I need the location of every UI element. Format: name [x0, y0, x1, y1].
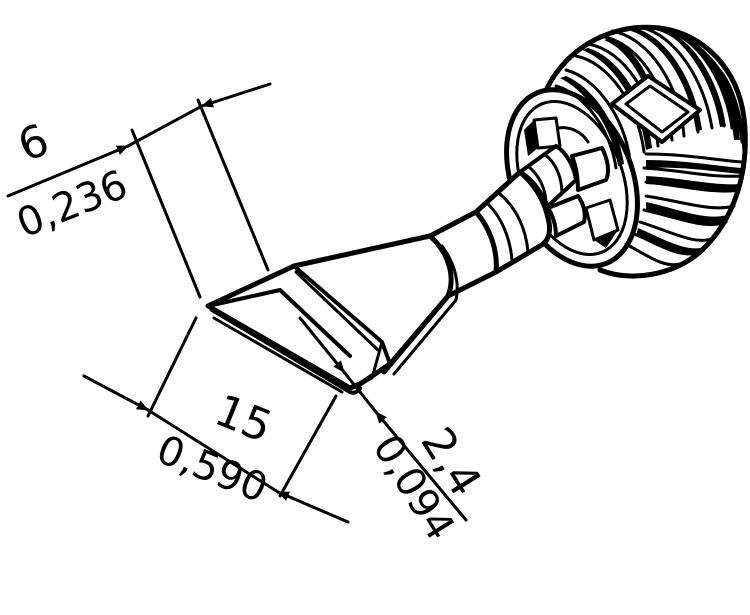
dimension-lines [6, 82, 468, 524]
blade-tip [205, 233, 454, 395]
tip-shaft [381, 144, 611, 376]
height-inch-label: 0,236 [11, 162, 134, 248]
width-mm-label: 15 [208, 385, 279, 453]
height-mm-label: 6 [11, 114, 56, 172]
knurled-nut [504, 24, 748, 279]
